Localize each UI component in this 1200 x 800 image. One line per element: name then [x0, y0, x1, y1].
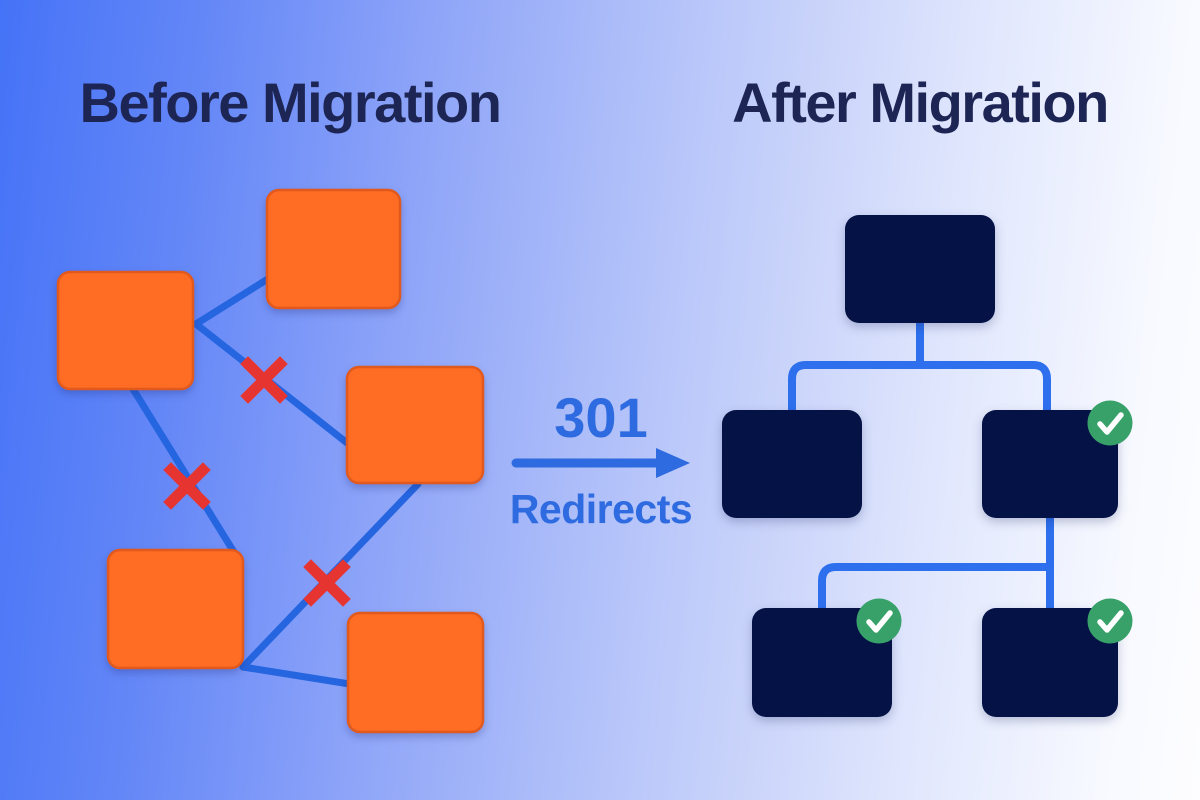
- old-page-node: [346, 611, 485, 734]
- after-tree-connectors: [788, 316, 1054, 614]
- broken-link-x-icon: [240, 356, 288, 404]
- old-page-node: [106, 548, 245, 670]
- tree-connector-line: [788, 361, 1051, 416]
- redirect-arrow-icon: [511, 448, 690, 478]
- new-page-node: [845, 215, 995, 323]
- new-page-node: [982, 608, 1118, 717]
- arrow-head: [656, 448, 690, 478]
- check-icon: [856, 598, 902, 644]
- broken-link-x-icon: [303, 559, 351, 607]
- check-icon: [1087, 598, 1133, 644]
- link-line: [239, 663, 366, 690]
- broken-link-x-icon: [163, 462, 211, 510]
- x-stroke: [240, 356, 288, 404]
- tree-connector-line: [818, 563, 1054, 614]
- old-page-node: [56, 270, 195, 391]
- link-line: [129, 385, 241, 561]
- new-page-node: [982, 410, 1118, 518]
- before-page-nodes: [56, 188, 485, 734]
- after-page-nodes: [722, 215, 1118, 717]
- check-circle: [1087, 400, 1133, 446]
- check-mark: [866, 610, 893, 633]
- check-mark: [1097, 412, 1124, 435]
- check-circle: [856, 598, 902, 644]
- check-icon: [1087, 400, 1133, 446]
- new-page-node: [722, 410, 862, 518]
- after-migration-title: After Migration: [732, 71, 1109, 134]
- old-page-node: [265, 188, 402, 310]
- redirect-code-label: 301: [554, 386, 648, 449]
- x-stroke: [303, 559, 351, 607]
- check-mark: [1097, 610, 1124, 633]
- redirect-text-label: Redirects: [509, 486, 693, 532]
- old-page-node: [345, 365, 485, 485]
- before-migration-title: Before Migration: [79, 71, 502, 134]
- check-circle: [1087, 598, 1133, 644]
- new-page-node: [752, 608, 892, 717]
- x-stroke: [163, 462, 211, 510]
